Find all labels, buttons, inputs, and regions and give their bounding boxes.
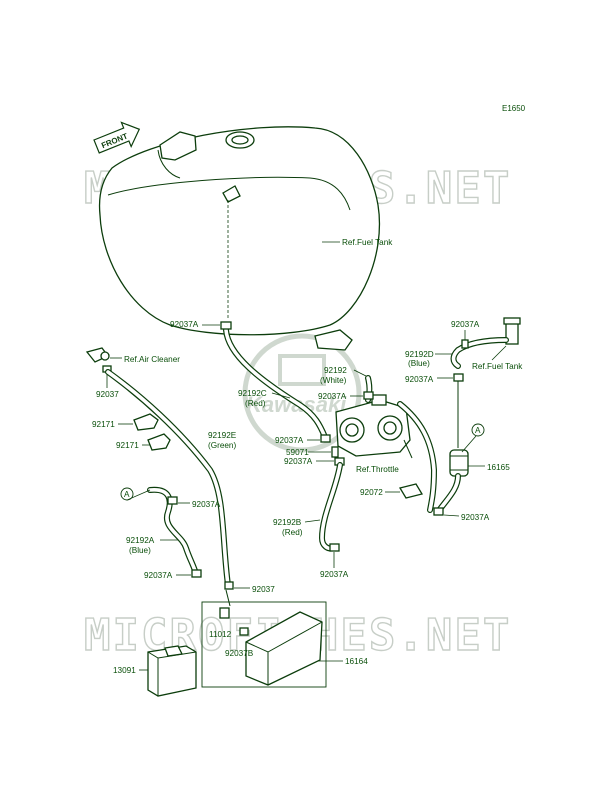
damper-92072	[398, 483, 424, 499]
canister-group-box	[201, 601, 327, 688]
filter-16165	[449, 449, 469, 477]
label-92192d-color: (Blue)	[408, 359, 430, 368]
fuel-tank-fitting-right	[503, 317, 521, 345]
label-92192-color: (White)	[320, 376, 347, 385]
callout-a-left: A	[120, 487, 151, 501]
label-92037a-right3: 92037A	[461, 513, 490, 522]
label-11012: 11012	[209, 630, 232, 639]
label-ref-throttle: Ref.Throttle	[356, 465, 399, 474]
label-92037a-left2: 92037A	[144, 571, 173, 580]
label-92192c-code: 92192C	[238, 389, 267, 398]
label-92037a-right2: 92037A	[405, 375, 434, 384]
label-92037a-tank: 92037A	[170, 320, 199, 329]
clip-92037a-mid1	[363, 391, 374, 400]
fitting-59071	[331, 446, 339, 458]
hose-filter-bottom	[435, 473, 461, 515]
hose-92192e	[105, 369, 231, 588]
clip-92037a-right-top	[461, 339, 469, 349]
leader-92192b	[304, 519, 321, 523]
label-ref-fuel-tank-right: Ref.Fuel Tank	[472, 362, 523, 371]
callout-a-right: A	[461, 423, 485, 453]
hose-92192d	[450, 337, 509, 369]
callout-a-right-text: A	[475, 426, 481, 435]
hose-92192a	[147, 486, 199, 577]
label-92037-air: 92037	[96, 390, 119, 399]
leader-ref-fuel-tank-right	[491, 345, 507, 361]
label-92192e-color: (Green)	[208, 441, 236, 450]
label-92072: 92072	[360, 488, 383, 497]
diagram-code: E1650	[502, 104, 526, 113]
label-92192e-code: 92192E	[208, 431, 237, 440]
hose-92192b	[319, 462, 343, 552]
label-16164: 16164	[345, 657, 368, 666]
leader-92037a-right3	[443, 514, 460, 517]
canister-hose-link	[225, 589, 231, 607]
label-92171-1: 92171	[92, 420, 115, 429]
bracket-13091	[147, 645, 197, 697]
label-92192b-color: (Red)	[282, 528, 303, 537]
label-92171-2: 92171	[116, 441, 139, 450]
clip-92037-left	[224, 581, 234, 590]
label-92192b-code: 92192B	[273, 518, 302, 527]
throttle-body	[335, 394, 413, 459]
label-92037-left: 92037	[252, 585, 275, 594]
canister-16164	[245, 611, 323, 686]
label-92037a-mid3: 92037A	[284, 457, 313, 466]
clip-92037a-right3	[433, 507, 444, 516]
label-ref-fuel-tank: Ref.Fuel Tank	[342, 238, 393, 247]
hose-right-long	[397, 401, 437, 513]
label-92192-code: 92192	[324, 366, 347, 375]
fuel-tank	[98, 126, 381, 351]
label-ref-air-cleaner: Ref.Air Cleaner	[124, 355, 180, 364]
clip-92037a-right2	[453, 373, 464, 382]
front-arrow-icon: FRONT	[93, 121, 141, 154]
label-92037a-right-top: 92037A	[451, 320, 480, 329]
clip-92037a-left1	[167, 496, 178, 505]
label-92192a-code: 92192A	[126, 536, 155, 545]
leader-92192	[353, 369, 367, 377]
label-92037b: 92037B	[225, 649, 254, 658]
label-16165: 16165	[487, 463, 510, 472]
label-92192c-color: (Red)	[245, 399, 266, 408]
clip-92037a-left2	[191, 569, 202, 578]
clip-92037b	[239, 627, 249, 636]
callout-a-left-text: A	[124, 490, 130, 499]
label-92192d-code: 92192D	[405, 350, 434, 359]
label-92037a-mid1: 92037A	[318, 392, 347, 401]
clip-92037a-mid2	[320, 434, 331, 443]
label-92037a-bottom-mid: 92037A	[320, 570, 349, 579]
label-13091: 13091	[113, 666, 136, 675]
part-11012	[219, 607, 230, 619]
clip-92037a-tank	[220, 321, 232, 330]
clamp-92171-2	[147, 433, 171, 451]
leader-92192c	[271, 392, 291, 399]
label-59071: 59071	[286, 448, 309, 457]
clamp-92171-1	[133, 413, 159, 431]
air-cleaner-fitting	[85, 347, 110, 363]
label-92037a-left1: 92037A	[192, 500, 221, 509]
label-92037a-mid2: 92037A	[275, 436, 304, 445]
clip-92037a-bottom-mid	[329, 543, 340, 552]
hose-92192c	[223, 327, 328, 440]
label-92192a-color: (Blue)	[129, 546, 151, 555]
